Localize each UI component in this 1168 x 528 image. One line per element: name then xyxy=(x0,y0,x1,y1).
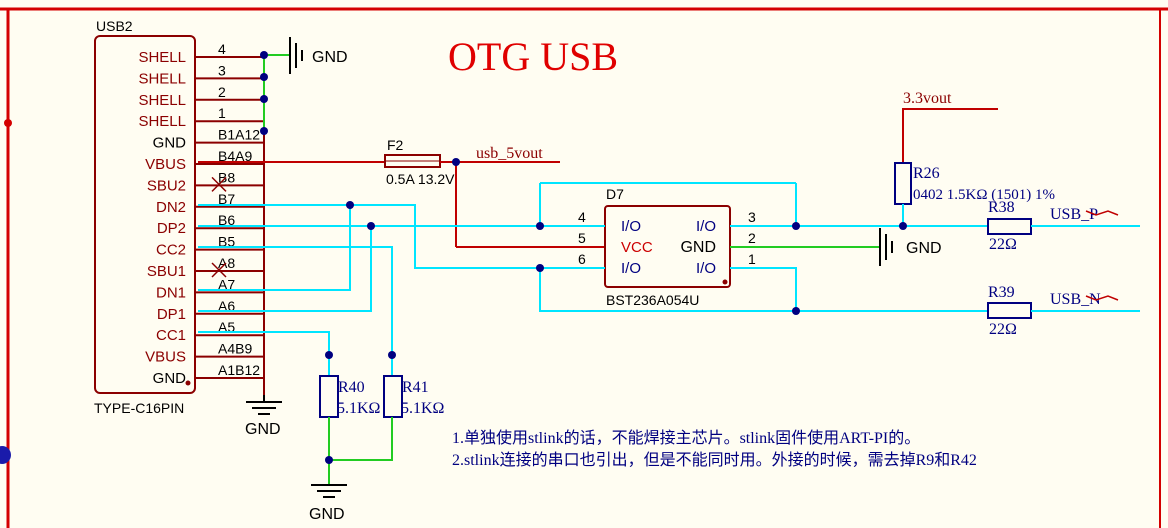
d7-pin-label-right: GND xyxy=(680,239,716,256)
usb-pin-name: SHELL xyxy=(138,70,186,87)
fuse-designator: F2 xyxy=(387,137,404,153)
usb-pin-name: VBUS xyxy=(145,349,186,366)
r39-designator: R39 xyxy=(988,284,1015,301)
d7-pin-label-left: VCC xyxy=(621,239,653,256)
net-usb-n: USB_N xyxy=(1050,291,1101,308)
usb-pin-number: A7 xyxy=(218,276,235,292)
d7-pin-label-right: I/O xyxy=(696,260,716,277)
usb-pin-number: 2 xyxy=(218,84,226,100)
d7-part: BST236A054U xyxy=(606,292,699,308)
usb-pin-name: SHELL xyxy=(138,49,186,66)
r38-value: 22Ω xyxy=(989,236,1017,253)
d7-pin-label-left: I/O xyxy=(621,218,641,235)
r41-value: 5.1KΩ xyxy=(401,400,445,417)
resistor-r41 xyxy=(383,375,403,418)
gnd-label-shell: GND xyxy=(312,49,348,66)
usb-footprint: TYPE-C16PIN xyxy=(94,400,184,416)
usb-pin-name: SBU2 xyxy=(147,177,186,194)
usb-pin-name: SHELL xyxy=(138,92,186,109)
usb-pin-number: B1A12 xyxy=(218,127,260,143)
d7-pin-label-left: I/O xyxy=(621,260,641,277)
gnd-label-cc: GND xyxy=(309,506,345,523)
gnd-symbol-cc: GND xyxy=(309,484,347,523)
notes-block: 1.单独使用stlink的话，不能焊接主芯片。stlink固件使用ART-PI的… xyxy=(452,428,977,472)
note-line-2: 2.stlink连接的串口也引出，但是不能同时用。外接的时候，需去掉R9和R42 xyxy=(452,452,977,469)
fuse-value: 0.5A 13.2V xyxy=(386,171,455,187)
d7-pin-label-right: I/O xyxy=(696,218,716,235)
usb-pin-name: DP1 xyxy=(157,306,186,323)
usb-pin-name: GND xyxy=(153,135,187,152)
gnd-symbol-usb: GND xyxy=(245,401,282,438)
sheet-marker xyxy=(4,119,12,127)
sheet-anchor xyxy=(0,446,11,464)
usb-pin-name: CC1 xyxy=(156,327,186,344)
no-connect-mark xyxy=(211,176,227,192)
usb-pin-name: VBUS xyxy=(145,156,186,173)
usb-pin-number: A6 xyxy=(218,298,235,314)
r26-value: 0402 1.5KΩ (1501) 1% xyxy=(913,187,1055,203)
usb-pin-name: DN2 xyxy=(156,199,186,216)
d7-pin-num-left: 5 xyxy=(578,230,586,246)
net-usb-p: USB_P xyxy=(1050,206,1098,223)
net-usb-5vout: usb_5vout xyxy=(476,145,543,162)
r38-designator: R38 xyxy=(988,199,1015,216)
usb-pin-number: B6 xyxy=(218,212,235,228)
d7-pin-num-right: 3 xyxy=(748,209,756,225)
usb-pin-name: SBU1 xyxy=(147,263,186,280)
gnd-symbol-d7: GND xyxy=(879,228,942,266)
usb-pin-name: GND xyxy=(153,370,187,387)
usb-pin-number: B5 xyxy=(218,234,235,250)
usb-pin-number: 4 xyxy=(218,41,226,57)
resistor-r38 xyxy=(987,218,1032,235)
d7-designator: D7 xyxy=(606,186,624,202)
schematic-title: OTG USB xyxy=(448,34,618,79)
r40-designator: R40 xyxy=(338,379,365,396)
usb-pin-name: CC2 xyxy=(156,242,186,259)
resistor-r26 xyxy=(894,162,912,205)
usb-pin-name: DN1 xyxy=(156,284,186,301)
r40-value: 5.1KΩ xyxy=(337,400,381,417)
no-connect-mark xyxy=(211,262,227,278)
gnd-symbol-shell: GND xyxy=(289,37,348,74)
usb-pin-number: B4A9 xyxy=(218,148,252,164)
d7-pin-num-left: 6 xyxy=(578,251,586,267)
d7-pin-num-right: 2 xyxy=(748,230,756,246)
r39-value: 22Ω xyxy=(989,321,1017,338)
usb-connector-body xyxy=(94,35,196,394)
resistor-r39 xyxy=(987,302,1032,319)
usb-pin-number: B7 xyxy=(218,191,235,207)
net-3v3out: 3.3vout xyxy=(903,90,952,107)
gnd-label-usb: GND xyxy=(245,421,281,438)
gnd-label-d7: GND xyxy=(906,240,942,257)
resistor-r40 xyxy=(319,375,339,418)
r41-designator: R41 xyxy=(402,379,429,396)
d7-pin-num-right: 1 xyxy=(748,251,756,267)
usb-pin-number: 3 xyxy=(218,62,226,78)
d7-pin-num-left: 4 xyxy=(578,209,586,225)
note-line-1: 1.单独使用stlink的话，不能焊接主芯片。stlink固件使用ART-PI的… xyxy=(452,430,921,447)
usb-pin-number: 1 xyxy=(218,105,226,121)
junctions xyxy=(260,51,907,464)
usb-pin-name: DP2 xyxy=(157,220,186,237)
usb-pin-name: SHELL xyxy=(138,113,186,130)
usb-designator: USB2 xyxy=(96,18,133,34)
usb-pin-number: A4B9 xyxy=(218,341,252,357)
r26-designator: R26 xyxy=(913,165,940,182)
usb-pin-number: A1B12 xyxy=(218,362,260,378)
